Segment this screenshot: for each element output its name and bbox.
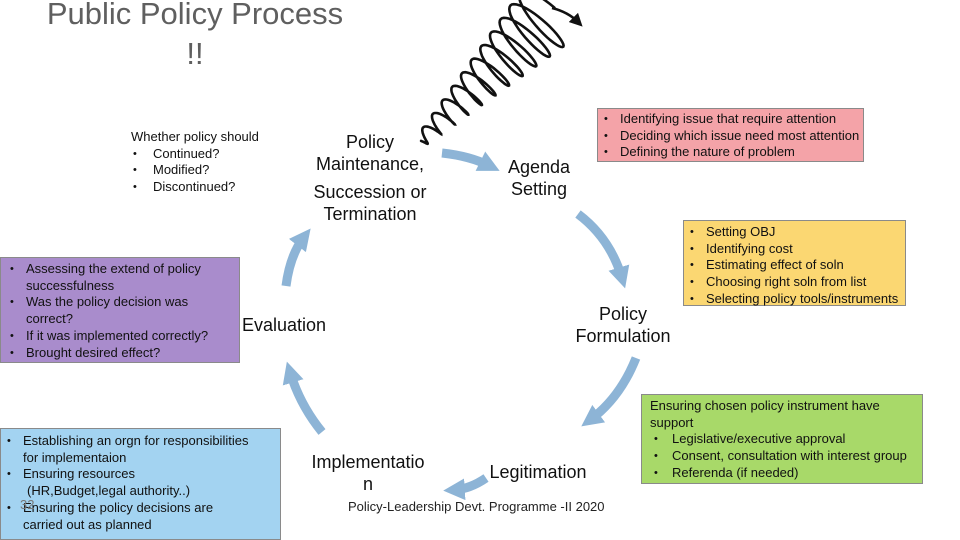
- agenda-setting-note: Identifying issue that require attention…: [597, 108, 864, 162]
- evaluation-note: Assessing the extend of policy successfu…: [0, 257, 240, 363]
- implementation-note: Establishing an orgn for responsibilitie…: [0, 428, 281, 540]
- arrow-evaluation-to-maintenance: [281, 228, 311, 287]
- evaluation-note-item: Assessing the extend of policy successfu…: [4, 261, 239, 294]
- formulation-note-item: Estimating effect of soln: [684, 257, 905, 274]
- stage-legitimation-line1: Legitimation: [489, 462, 587, 482]
- implementation-note-item-line1: Establishing an orgn for responsibilitie…: [23, 433, 249, 448]
- legitimation-note: Ensuring chosen policy instrument have s…: [641, 394, 923, 484]
- stage-agenda-line2: Setting: [510, 179, 568, 199]
- arrow-implementation-to-evaluation: [282, 361, 326, 435]
- evaluation-note-item-line1: If it was implemented correctly?: [26, 327, 209, 343]
- formulation-note-item: Identifying cost: [684, 241, 905, 258]
- implementation-note-item: Establishing an orgn for responsibilitie…: [1, 433, 280, 466]
- maintenance-note-item: Continued?: [131, 146, 272, 163]
- page-title: Public Policy Process !!: [10, 0, 380, 74]
- stage-formulation-line2: Formulation: [575, 326, 671, 346]
- stage-implementation: Implementatio n: [296, 451, 440, 495]
- formulation-note-item: Setting OBJ: [684, 224, 905, 241]
- arrow-formulation-to-legitimation: [581, 356, 641, 427]
- implementation-note-item-line1: Ensuring the policy decisions are: [23, 499, 214, 515]
- page-number: 32: [20, 497, 35, 512]
- page-title-line2: !!: [186, 36, 204, 71]
- formulation-note: Setting OBJ Identifying cost Estimating …: [683, 220, 906, 308]
- formulation-note-item: Selecting policy tools/instruments: [684, 291, 905, 308]
- maintenance-note: Whether policy should Continued? Modifie…: [124, 127, 272, 199]
- evaluation-note-item: If it was implemented correctly?: [4, 328, 239, 345]
- formulation-note-item: Choosing right soln from list: [684, 274, 905, 291]
- stage-evaluation-line1: Evaluation: [241, 315, 327, 335]
- agenda-note-item: Defining the nature of problem: [598, 144, 863, 161]
- stage-formulation-line1: Policy: [598, 304, 647, 324]
- implementation-note-item-line2: carried out as planned: [23, 516, 152, 532]
- evaluation-note-item-line1: Brought desired effect?: [26, 344, 161, 360]
- stage-maintenance-line2: Maintenance,: [315, 154, 425, 174]
- arrow-agenda-to-formulation: [575, 210, 630, 289]
- stage-maintenance-line4: Termination: [323, 204, 417, 224]
- evaluation-note-item-line2: successfulness: [26, 277, 115, 293]
- stage-implementation-line2: n: [362, 474, 373, 494]
- evaluation-note-item-line1: Assessing the extend of policy: [26, 261, 201, 276]
- legitimation-note-item: Legislative/executive approval: [650, 431, 922, 448]
- stage-implementation-line1: Implementatio: [311, 452, 425, 472]
- arrow-maintenance-to-agenda: [441, 148, 500, 171]
- legitimation-note-item: Referenda (if needed): [650, 465, 922, 482]
- stage-maintenance: Policy Maintenance, Succession or Termin…: [300, 131, 440, 225]
- stage-policy-formulation: Policy Formulation: [563, 303, 683, 347]
- spring-coil-icon: [419, 0, 583, 146]
- legitimation-note-heading: Ensuring chosen policy instrument have s…: [650, 398, 880, 430]
- evaluation-note-item-line1: Was the policy decision was: [26, 294, 189, 310]
- legitimation-note-item: Consent, consultation with interest grou…: [650, 448, 922, 465]
- stage-agenda-setting: Agenda Setting: [496, 156, 582, 200]
- stage-maintenance-line1: Policy: [345, 132, 394, 152]
- footer-text: Policy-Leadership Devt. Programme -II 20…: [348, 499, 605, 514]
- implementation-note-item-line2: for implementaion: [23, 449, 127, 465]
- page-title-line1: Public Policy Process: [46, 0, 344, 31]
- implementation-note-item-line1: Ensuring resources: [23, 466, 135, 482]
- agenda-note-item: Deciding which issue need most attention: [598, 128, 863, 145]
- stage-agenda-line1: Agenda: [507, 157, 571, 177]
- implementation-note-item: Ensuring resources (HR,Budget,legal auth…: [1, 466, 280, 499]
- stage-maintenance-line3: Succession or: [313, 182, 427, 202]
- evaluation-note-item: Brought desired effect?: [4, 345, 239, 362]
- maintenance-note-heading: Whether policy should: [131, 129, 259, 144]
- stage-evaluation: Evaluation: [236, 314, 332, 336]
- implementation-note-item: Ensuring the policy decisions are carrie…: [1, 500, 280, 533]
- evaluation-note-item-line2: correct?: [26, 311, 73, 327]
- maintenance-note-item: Modified?: [131, 162, 272, 179]
- implementation-note-item-line2: (HR,Budget,legal authority..): [27, 483, 191, 499]
- agenda-note-item: Identifying issue that require attention: [598, 111, 863, 128]
- arrow-legitimation-to-implementation: [443, 474, 489, 501]
- evaluation-note-item: Was the policy decision was correct?: [4, 294, 239, 327]
- stage-legitimation: Legitimation: [476, 461, 600, 483]
- maintenance-note-item: Discontinued?: [131, 179, 272, 196]
